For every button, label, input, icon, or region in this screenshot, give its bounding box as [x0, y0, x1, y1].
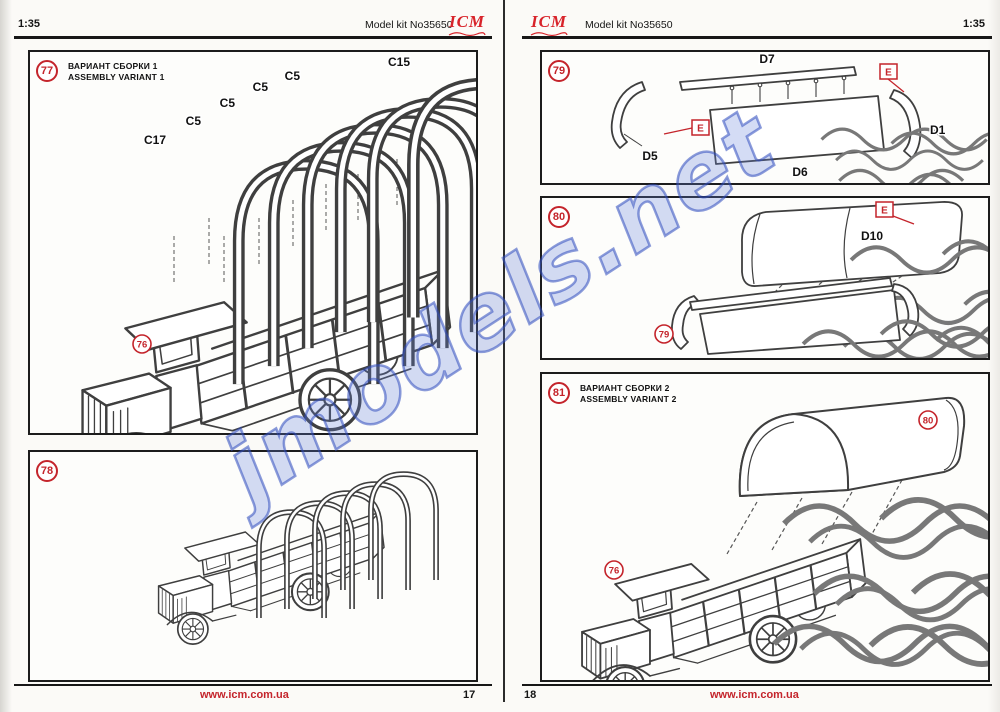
variant-title-ru: ВАРИАНТ СБОРКИ 1: [68, 61, 158, 71]
step-81-variant-title: ВАРИАНТ СБОРКИ 2 ASSEMBLY VARIANT 2: [580, 383, 677, 405]
scale-label: 1:35: [18, 18, 41, 30]
page-number: 17: [463, 689, 476, 701]
logo-tagline-swoosh: [530, 32, 568, 37]
part-d5-shape: [610, 81, 646, 149]
footer-url: www.icm.com.ua: [710, 689, 799, 701]
svg-text:76: 76: [137, 340, 148, 351]
callout-80: 80: [918, 410, 938, 430]
connector-e-2: E: [663, 119, 710, 136]
part-label-d1: D1: [930, 123, 946, 137]
step-80-number-badge: 80: [548, 206, 570, 228]
callout-76: 76: [132, 334, 152, 354]
step-81-box: 81 ВАРИАНТ СБОРКИ 2 ASSEMBLY VARIANT 2: [540, 372, 990, 682]
part-d1-shape: [889, 89, 922, 159]
side-assembly-from-79: [671, 277, 920, 355]
page-number: 18: [524, 689, 537, 701]
step-78-number: 78: [40, 465, 54, 477]
step-77-number-badge: 77: [36, 60, 58, 82]
kit-title: Model kit No35650: [365, 19, 453, 31]
page-18: ICM Model kit No35650 1:35 79: [510, 0, 1000, 712]
canopy-assembly: [738, 396, 966, 497]
step-79-number-badge: 79: [548, 60, 570, 82]
step-80-number: 80: [552, 211, 566, 223]
scale-label: 1:35: [962, 18, 985, 30]
part-label-c5-3: C5: [253, 80, 269, 94]
svg-text:E: E: [885, 68, 892, 79]
page-17: 1:35 Model kit No35650 ICM 77 ВАРИАНТ СБ…: [0, 0, 497, 712]
part-label-d10: D10: [861, 229, 883, 243]
part-label-d5: D5: [642, 149, 658, 163]
step-81-diagram: 80 76: [542, 396, 988, 680]
step-81-number-badge: 81: [548, 382, 570, 404]
footer-rule: [522, 684, 992, 686]
connector-e-1: E: [879, 63, 905, 93]
svg-text:80: 80: [923, 416, 934, 427]
step-81-number: 81: [552, 387, 566, 399]
part-label-d6: D6: [792, 165, 808, 179]
callout-79: 79: [654, 324, 674, 344]
step-78-diagram: [30, 452, 476, 680]
icm-logo-text: ICM: [448, 12, 486, 31]
part-label-c17: C17: [144, 133, 166, 147]
header-rule: [14, 36, 492, 39]
variant-title-en: ASSEMBLY VARIANT 1: [68, 72, 165, 82]
d5-leader: [623, 133, 643, 147]
icm-logo-text: ICM: [530, 12, 568, 31]
step-77-diagram: C17 C5 C5 C5 C5 C15 76: [30, 54, 476, 433]
mounting-pins: [729, 75, 847, 104]
part-label-c5-4: C5: [285, 69, 301, 83]
part-d6-shape: [709, 95, 885, 165]
step-79-diagram: E E D7 D5 D6 D1: [610, 52, 988, 183]
variant-title-ru: ВАРИАНТ СБОРКИ 2: [580, 383, 670, 393]
step-79-box: 79: [540, 50, 990, 185]
svg-text:76: 76: [609, 566, 620, 577]
exploded-parts: [610, 66, 922, 165]
part-label-d7: D7: [759, 52, 775, 66]
icm-logo: ICM: [448, 13, 486, 38]
callout-76: 76: [604, 560, 624, 580]
kit-title: Model kit No35650: [585, 19, 673, 31]
truck-drawing: [582, 539, 866, 680]
step-80-diagram: E D10 79: [654, 201, 988, 358]
step-80-box: 80: [540, 196, 990, 360]
svg-text:79: 79: [659, 330, 670, 341]
page-gutter-line: [503, 0, 505, 702]
header-rule: [522, 36, 992, 39]
step-77-number: 77: [40, 65, 54, 77]
step-78-box: 78: [28, 450, 478, 682]
svg-text:E: E: [697, 124, 704, 135]
step-78-number-badge: 78: [36, 460, 58, 482]
part-label-c5-2: C5: [220, 96, 236, 110]
step-79-number: 79: [552, 65, 566, 77]
step-77-box: 77 ВАРИАНТ СБОРКИ 1 ASSEMBLY VARIANT 1: [28, 50, 478, 435]
icm-logo: ICM: [530, 13, 568, 38]
footer-url: www.icm.com.ua: [200, 689, 289, 701]
logo-tagline-swoosh: [448, 32, 486, 37]
step-77-variant-title: ВАРИАНТ СБОРКИ 1 ASSEMBLY VARIANT 1: [68, 61, 165, 83]
footer-rule: [14, 684, 492, 686]
variant-title-en: ASSEMBLY VARIANT 2: [580, 394, 677, 404]
part-labels: D7 D5 D6 D1: [641, 52, 947, 181]
part-labels: C17 C5 C5 C5 C5 C15: [142, 54, 411, 149]
part-label-c5-1: C5: [186, 114, 202, 128]
connector-e: E: [875, 201, 915, 225]
part-d7-shape: [679, 66, 857, 91]
part-label-c15: C15: [388, 55, 410, 69]
svg-text:E: E: [881, 206, 888, 217]
